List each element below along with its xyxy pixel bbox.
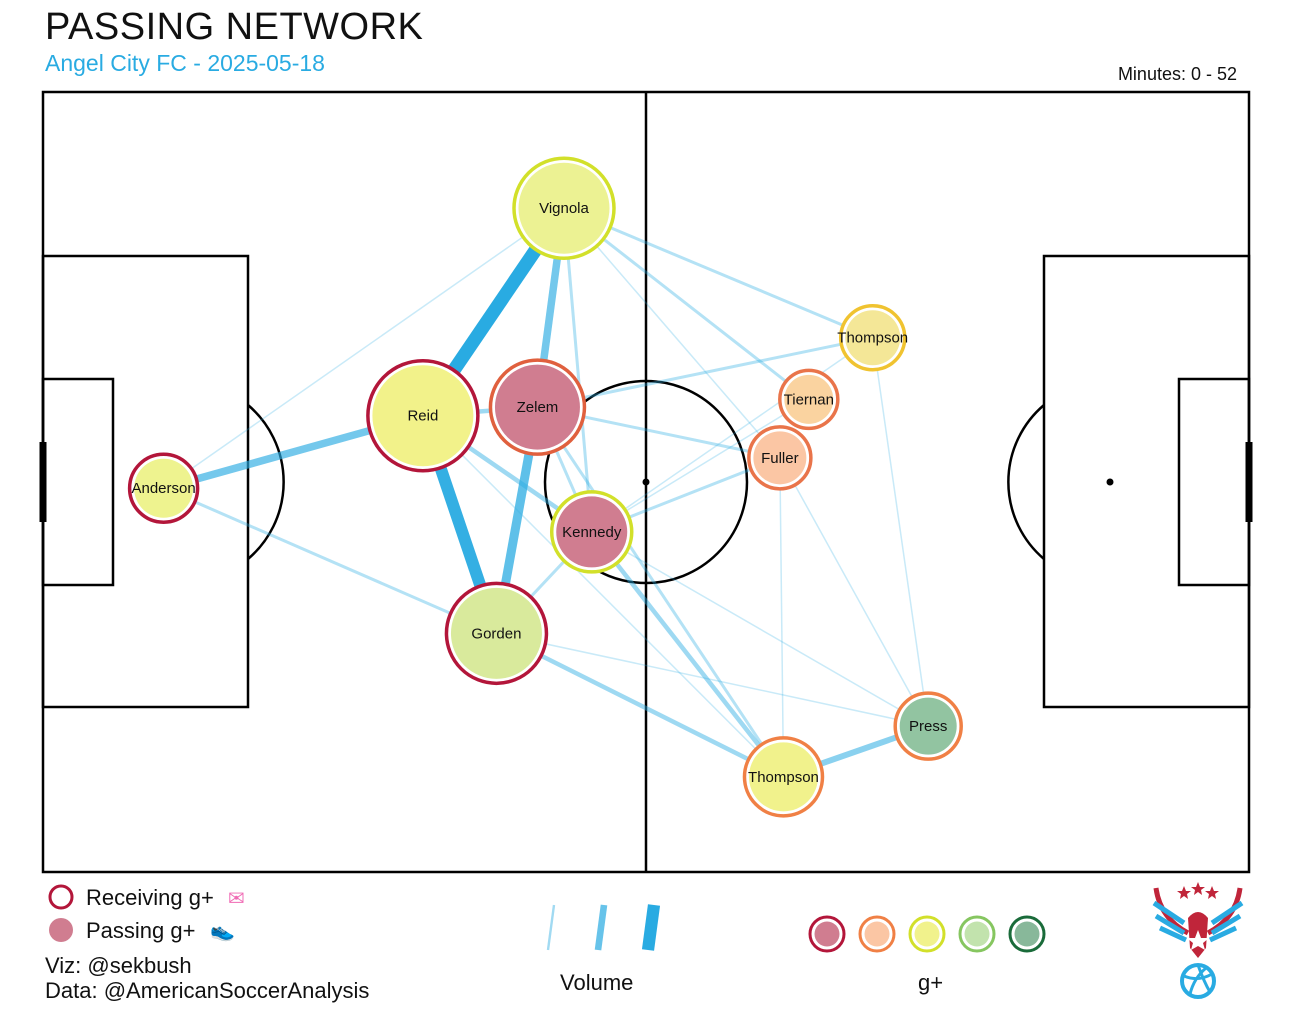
pass-edge-anderson-vignola [163,207,565,489]
player-label: Press [909,718,947,735]
player-label: Tiernan [784,391,834,408]
player-label: Thompson [837,330,908,347]
pass-edge-vignola-tiernan [563,207,810,401]
player-label: Fuller [761,450,799,467]
pass-edge-gorden-thompson2 [495,631,785,779]
player-node-gorden[interactable]: Gorden [444,581,549,686]
pass-edge-kennedy-thompson2 [589,530,786,779]
player-node-reid[interactable]: Reid [366,358,480,473]
gplus-legend-fill [814,921,840,947]
legend-receiving: Receiving g+ [86,885,214,910]
match-subtitle: Angel City FC - 2025-05-18 [45,50,325,76]
passing-fill [450,587,542,679]
player-node-vignola[interactable]: Vignola [512,156,616,260]
player-label: Vignola [539,200,589,217]
player-label: Kennedy [562,524,622,541]
passing-fill [518,162,610,254]
pass-edge-kennedy-thompson1 [591,337,874,533]
volume-legend-line [641,904,661,951]
gplus-legend-fill [864,921,890,947]
minutes-range: Minutes: 0 - 52 [1117,64,1237,84]
player-node-thompson1[interactable]: Thompson [837,303,908,372]
asa-logo [1152,882,1244,999]
passing-fill [845,310,901,366]
volume-label: Volume [560,970,634,995]
pass-edge-press-kennedy [591,531,929,727]
volume-legend-line [546,904,556,951]
gplus-legend-fill [914,921,940,947]
penalty-spot [1106,478,1114,486]
pass-edge-vignola-kennedy [562,208,594,533]
boot-icon: 👟 [210,920,235,942]
pass-edge-gorden-press [496,632,929,727]
receiving-marker [48,884,74,910]
pass-edge-zelem-thompson1 [537,336,874,409]
legend-passing: Passing g+ [86,918,196,943]
passing-fill [494,364,580,450]
player-node-tiernan[interactable]: Tiernan [778,368,840,431]
passing-fill [372,365,474,467]
gplus-legend-fill [964,921,990,947]
passing-fill [748,742,818,812]
pass-edge-fuller-thompson2 [779,457,785,777]
mailbox-icon: ✉ [228,888,245,910]
pass-edge-vignola-thompson1 [563,206,874,340]
passing-fill [899,697,957,755]
player-node-press[interactable]: Press [893,691,963,761]
pitch-lines [39,90,1253,874]
player-label: Gorden [471,625,521,642]
gplus-legend [808,915,1046,953]
player-node-zelem[interactable]: Zelem [488,358,587,456]
player-label: Reid [407,408,438,425]
player-label: Zelem [517,399,559,416]
player-node-thompson2[interactable]: Thompson [742,736,825,818]
pass-edge-kennedy-tiernan [591,398,810,533]
pass-edge-press-thompson1 [871,337,929,727]
pass-edge-reid-thompson2 [422,415,785,778]
passing-marker [49,918,73,942]
credit-viz: Viz: @sekbush [45,953,192,978]
passing-fill [753,431,807,485]
volume-legend-line [594,904,608,951]
volume-legend [546,904,661,951]
passing-fill [556,496,628,568]
pass-edge-press-fuller [779,457,929,727]
pass-edge-zelem-thompson2 [536,406,785,778]
passing-fill [784,374,834,424]
legend-markers [48,884,74,942]
player-node-fuller[interactable]: Fuller [747,425,813,491]
player-label: Anderson [131,480,195,497]
gplus-legend-fill [1014,921,1040,947]
pass-edge-anderson-gorden [163,486,498,635]
gplus-label: g+ [918,970,944,995]
player-node-anderson[interactable]: Anderson [127,452,200,524]
player-label: Thompson [748,769,819,786]
page-title: PASSING NETWORK [45,6,424,48]
pass-edge-vignola-fuller [563,207,781,459]
passing-fill [134,458,194,518]
credit-data: Data: @AmericanSoccerAnalysis [45,978,370,1003]
center-spot [642,478,650,486]
player-node-kennedy[interactable]: Kennedy [549,490,634,574]
